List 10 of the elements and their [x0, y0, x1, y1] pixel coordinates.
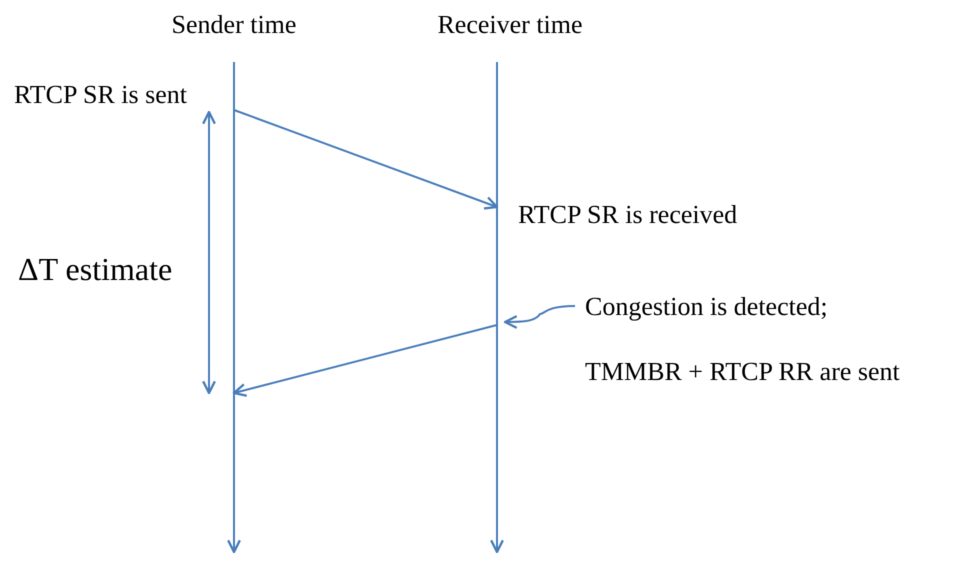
- event-label: RTCP SR is received: [518, 200, 738, 230]
- event-label: RTCP SR is sent: [14, 80, 188, 110]
- event-label: Congestion is detected;: [585, 292, 829, 322]
- lifeline-label: Receiver time: [437, 10, 583, 40]
- leader-line: [504, 305, 576, 329]
- lifeline-label: Sender time: [172, 10, 296, 40]
- message-arrow: [232, 324, 498, 397]
- event-label: TMMBR + RTCP RR are sent: [585, 357, 900, 387]
- message-arrow: [234, 109, 498, 210]
- measure-label: ΔT estimate: [18, 254, 172, 284]
